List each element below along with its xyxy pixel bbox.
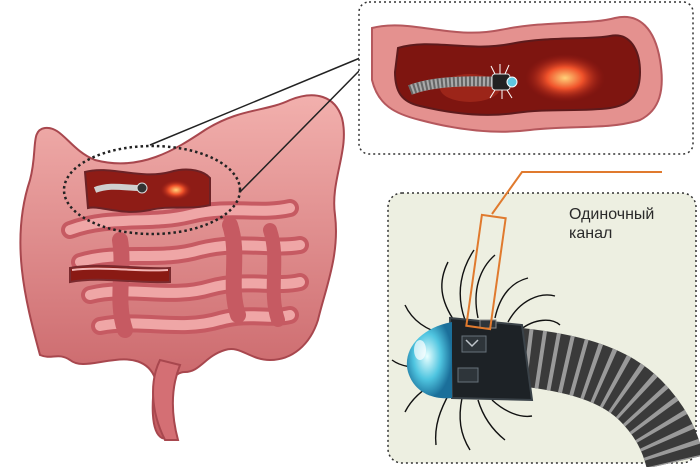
colon-shape bbox=[20, 95, 344, 438]
callout-label-line2: канал bbox=[569, 224, 612, 243]
cutaway-colon-section bbox=[85, 170, 210, 212]
zoom-panel-top bbox=[359, 2, 693, 154]
intestine-illustration bbox=[20, 95, 344, 440]
cutaway-small-section bbox=[70, 266, 170, 283]
robot-detail-panel bbox=[388, 193, 696, 463]
callout-label-line1: Одиночный bbox=[569, 205, 654, 224]
